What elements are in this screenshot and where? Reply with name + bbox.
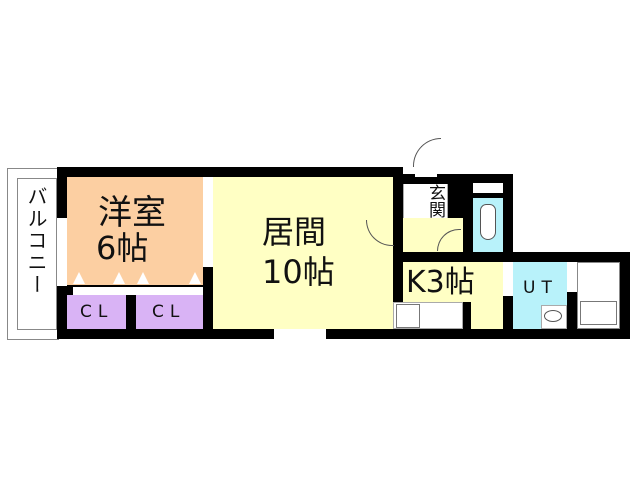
living-room xyxy=(213,177,393,329)
balcony-label: バルコニー xyxy=(24,186,48,296)
bathroom xyxy=(577,262,620,329)
entrance xyxy=(403,184,448,218)
closet-2-label: CL xyxy=(152,302,186,322)
western-room-name: 洋室 xyxy=(98,193,166,233)
living-room-size: 10帖 xyxy=(262,253,335,291)
closet-1 xyxy=(67,295,126,329)
closet-1-label: CL xyxy=(80,302,114,322)
entrance-label: 玄関 xyxy=(425,184,445,218)
western-room-size: 6帖 xyxy=(96,229,149,267)
kitchen-label: K3帖 xyxy=(406,265,475,300)
utility-label: UT xyxy=(523,278,558,298)
closet-2 xyxy=(136,295,203,329)
western-room xyxy=(67,177,203,285)
living-room-name: 居間 xyxy=(262,213,327,251)
